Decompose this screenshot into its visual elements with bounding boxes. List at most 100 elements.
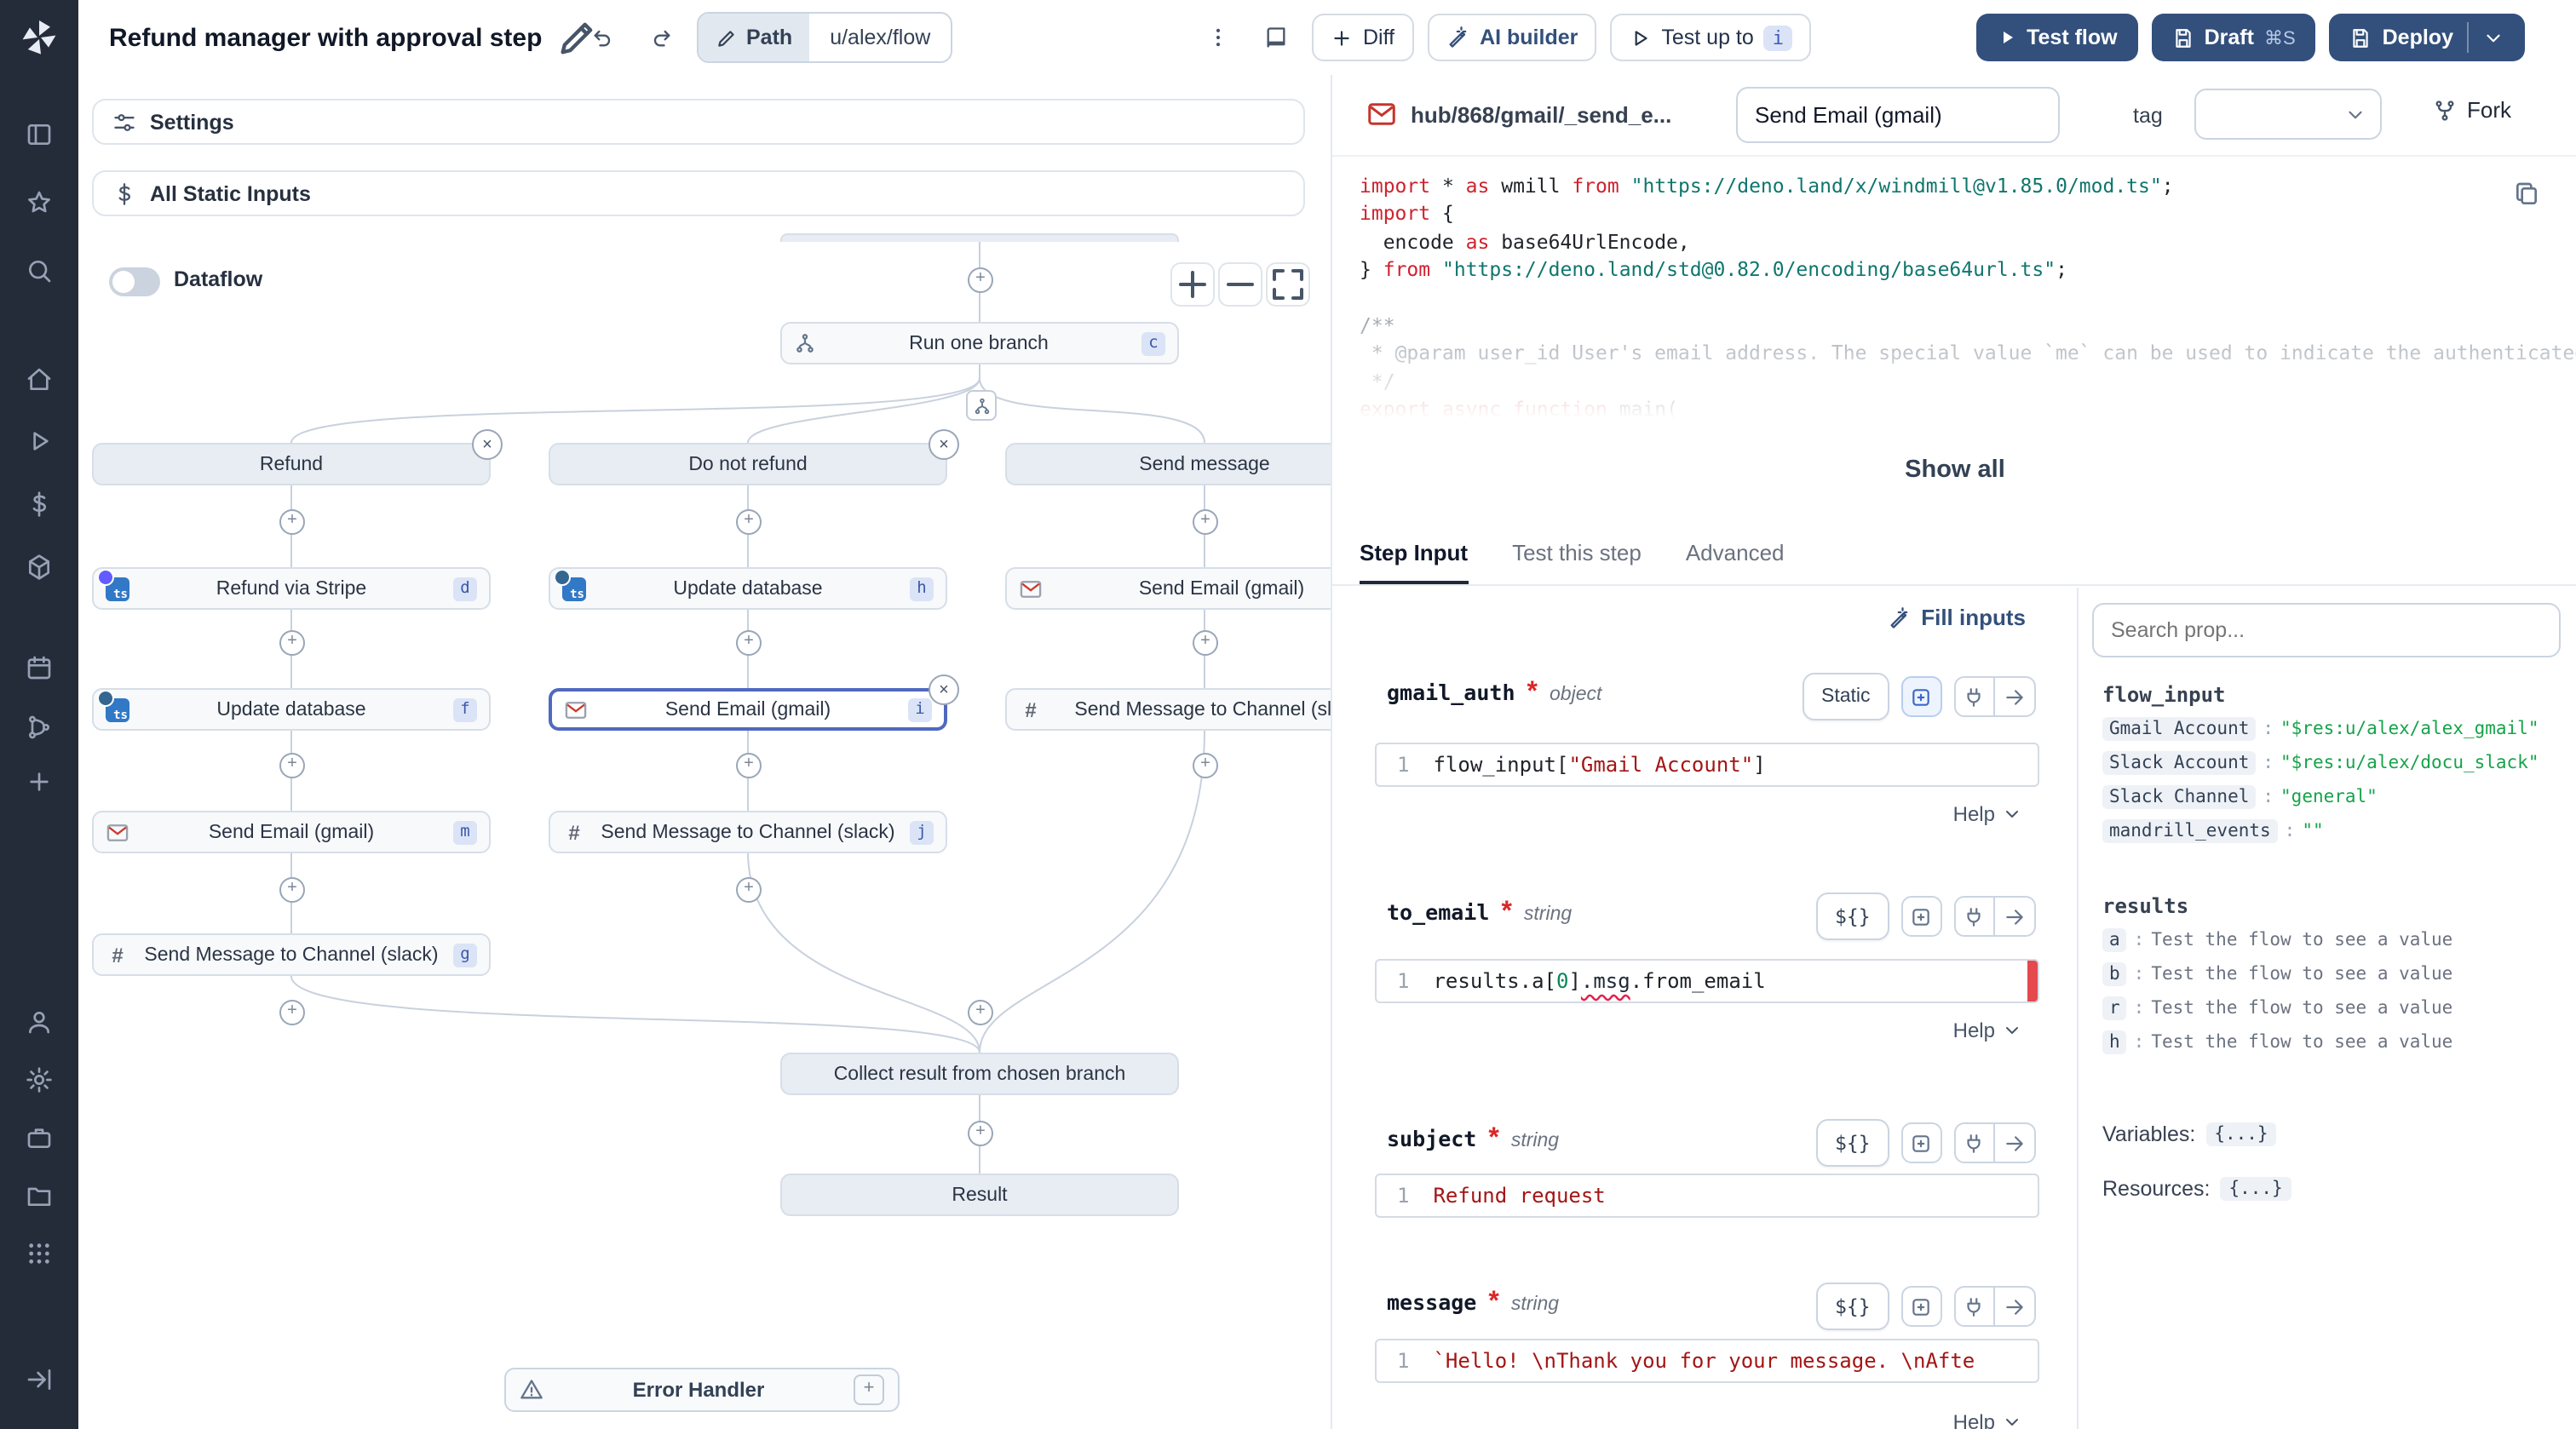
insert-step-button[interactable]: +	[1193, 753, 1218, 778]
variables-chip[interactable]: {...}	[2205, 1122, 2277, 1146]
more-menu-button[interactable]	[1196, 15, 1240, 60]
undo-button[interactable]	[581, 15, 625, 60]
resource-picker-button[interactable]	[1900, 896, 1942, 937]
flow-node-send-slack-message[interactable]: # Send Message to Channel (slack) g	[92, 933, 491, 976]
triggers-icon[interactable]	[26, 714, 53, 741]
plug-connect-button[interactable]	[1953, 896, 1995, 937]
flow-node-result[interactable]: Result	[780, 1174, 1179, 1216]
insert-step-button[interactable]: +	[279, 877, 305, 903]
remove-branch-button[interactable]: ×	[472, 429, 503, 460]
input-mode-button[interactable]: ${}	[1816, 892, 1889, 940]
editor-value[interactable]: flow_input["Gmail Account"]	[1433, 753, 1766, 777]
insert-step-button[interactable]: +	[1193, 509, 1218, 535]
arrow-apply-button[interactable]	[1994, 676, 2036, 717]
docs-book-button[interactable]	[1254, 15, 1298, 60]
insert-step-button[interactable]: +	[968, 1121, 993, 1146]
insert-step-button[interactable]: +	[279, 1000, 305, 1025]
resources-icon[interactable]	[26, 554, 53, 581]
code-editor[interactable]: import * as wmill from "https://deno.lan…	[1332, 155, 2576, 448]
arrow-apply-button[interactable]	[1994, 1122, 2036, 1163]
flow-input-header[interactable]: flow_input	[2102, 683, 2226, 707]
variables-row[interactable]: Variables: {...}	[2102, 1122, 2277, 1146]
prop-row[interactable]: r : Test the flow to see a value	[2102, 996, 2452, 1020]
branch-fan-icon[interactable]	[966, 390, 997, 421]
draft-button[interactable]: Draft ⌘S	[2151, 14, 2316, 61]
prop-row[interactable]: Gmail Account : "$res:u/alex/alex_gmail"	[2102, 717, 2539, 741]
arrow-apply-button[interactable]	[1994, 1286, 2036, 1327]
editor-value[interactable]: results.a[0].msg.from_email	[1433, 969, 1766, 993]
subject-value-editor[interactable]: 1 Refund request	[1375, 1174, 2039, 1218]
folders-icon[interactable]	[26, 1182, 53, 1209]
help-toggle[interactable]: Help	[1953, 1019, 2022, 1042]
help-toggle[interactable]: Help	[1953, 1410, 2022, 1429]
user-icon[interactable]	[26, 1008, 53, 1036]
variables-icon[interactable]	[26, 491, 53, 518]
flow-node-send-email[interactable]: Send Email (gmail)	[1005, 567, 1331, 610]
test-up-to-button[interactable]: Test up to i	[1610, 14, 1812, 61]
home-icon[interactable]	[26, 366, 53, 393]
favorites-star-icon[interactable]	[26, 189, 53, 216]
flow-node-send-email[interactable]: Send Email (gmail) m	[92, 811, 491, 853]
insert-step-button[interactable]: +	[1193, 630, 1218, 656]
insert-step-button[interactable]: +	[736, 877, 762, 903]
prop-row[interactable]: h : Test the flow to see a value	[2102, 1030, 2452, 1054]
hub-script-path[interactable]: hub/868/gmail/_send_e...	[1411, 102, 1672, 128]
tab-advanced[interactable]: Advanced	[1685, 540, 1785, 565]
input-mode-button[interactable]: ${}	[1816, 1283, 1889, 1330]
plug-connect-button[interactable]	[1953, 676, 1995, 717]
step-name-input[interactable]	[1736, 87, 2060, 143]
edit-title-pencil-icon[interactable]	[555, 15, 600, 60]
branch-header-refund[interactable]: Refund ×	[92, 429, 503, 485]
insert-step-button[interactable]: +	[736, 630, 762, 656]
remove-branch-button[interactable]: ×	[929, 429, 959, 460]
fill-inputs-button[interactable]: Fill inputs	[1887, 605, 2026, 630]
flow-node-update-database[interactable]: ts Update database h	[549, 567, 947, 610]
deploy-options-chevron-icon[interactable]	[2482, 26, 2504, 49]
prop-row[interactable]: Slack Account : "$res:u/alex/docu_slack"	[2102, 751, 2539, 775]
prop-row[interactable]: mandrill_events : ""	[2102, 819, 2539, 843]
copy-code-icon[interactable]	[2513, 181, 2540, 208]
flow-node-refund-via-stripe[interactable]: ts Refund via Stripe d	[92, 567, 491, 610]
branch-header-send-message[interactable]: Send message	[1005, 443, 1331, 485]
runs-icon[interactable]	[26, 428, 53, 455]
prop-search-input[interactable]	[2092, 603, 2561, 657]
apps-grid-icon[interactable]	[26, 1240, 53, 1267]
input-mode-button[interactable]: ${}	[1816, 1119, 1889, 1167]
flow-node-update-database[interactable]: ts Update database f	[92, 688, 491, 731]
diff-button[interactable]: Diff	[1312, 14, 1414, 61]
fit-view-button[interactable]	[1266, 262, 1310, 307]
help-toggle[interactable]: Help	[1953, 802, 2022, 826]
error-handler-node[interactable]: Error Handler +	[504, 1368, 900, 1412]
flow-node-send-slack-message[interactable]: # Send Message to Channel (slack)	[1005, 688, 1331, 731]
input-mode-button[interactable]: Static	[1803, 673, 1889, 720]
editor-value[interactable]: `Hello! \nThank you for your message. \n…	[1433, 1349, 1975, 1373]
test-flow-button[interactable]: Test flow	[1975, 14, 2138, 61]
insert-step-button[interactable]: +	[736, 509, 762, 535]
insert-step-button[interactable]: +	[968, 1000, 993, 1025]
all-static-inputs-button[interactable]: All Static Inputs	[92, 170, 1305, 216]
tab-test-this-step[interactable]: Test this step	[1512, 540, 1642, 565]
add-icon[interactable]	[26, 768, 53, 795]
search-icon[interactable]	[26, 257, 53, 284]
flow-node-send-slack-message[interactable]: # Send Message to Channel (slack) j	[549, 811, 947, 853]
to-email-value-editor[interactable]: 1 results.a[0].msg.from_email	[1375, 959, 2039, 1003]
prop-row[interactable]: a : Test the flow to see a value	[2102, 928, 2452, 952]
resources-row[interactable]: Resources: {...}	[2102, 1177, 2291, 1201]
insert-step-button[interactable]: +	[968, 267, 993, 293]
fork-button[interactable]: Fork	[2433, 97, 2511, 123]
insert-step-button[interactable]: +	[279, 509, 305, 535]
prop-row[interactable]: b : Test the flow to see a value	[2102, 962, 2452, 986]
add-error-handler-button[interactable]: +	[854, 1374, 884, 1405]
flow-node-collect-result[interactable]: Collect result from chosen branch	[780, 1053, 1179, 1095]
tag-select[interactable]	[2194, 89, 2382, 140]
plug-connect-button[interactable]	[1953, 1122, 1995, 1163]
show-all-button[interactable]: Show all	[1905, 456, 2005, 484]
resource-picker-button[interactable]	[1900, 1286, 1942, 1327]
resource-picker-button[interactable]	[1900, 1122, 1942, 1163]
dataflow-toggle[interactable]	[109, 267, 160, 296]
gmail-auth-value-editor[interactable]: 1 flow_input["Gmail Account"]	[1375, 743, 2039, 787]
insert-step-button[interactable]: +	[279, 753, 305, 778]
workers-icon[interactable]	[26, 1124, 53, 1151]
flow-node-run-one-branch[interactable]: Run one branch c	[780, 322, 1179, 364]
insert-step-button[interactable]: +	[736, 753, 762, 778]
